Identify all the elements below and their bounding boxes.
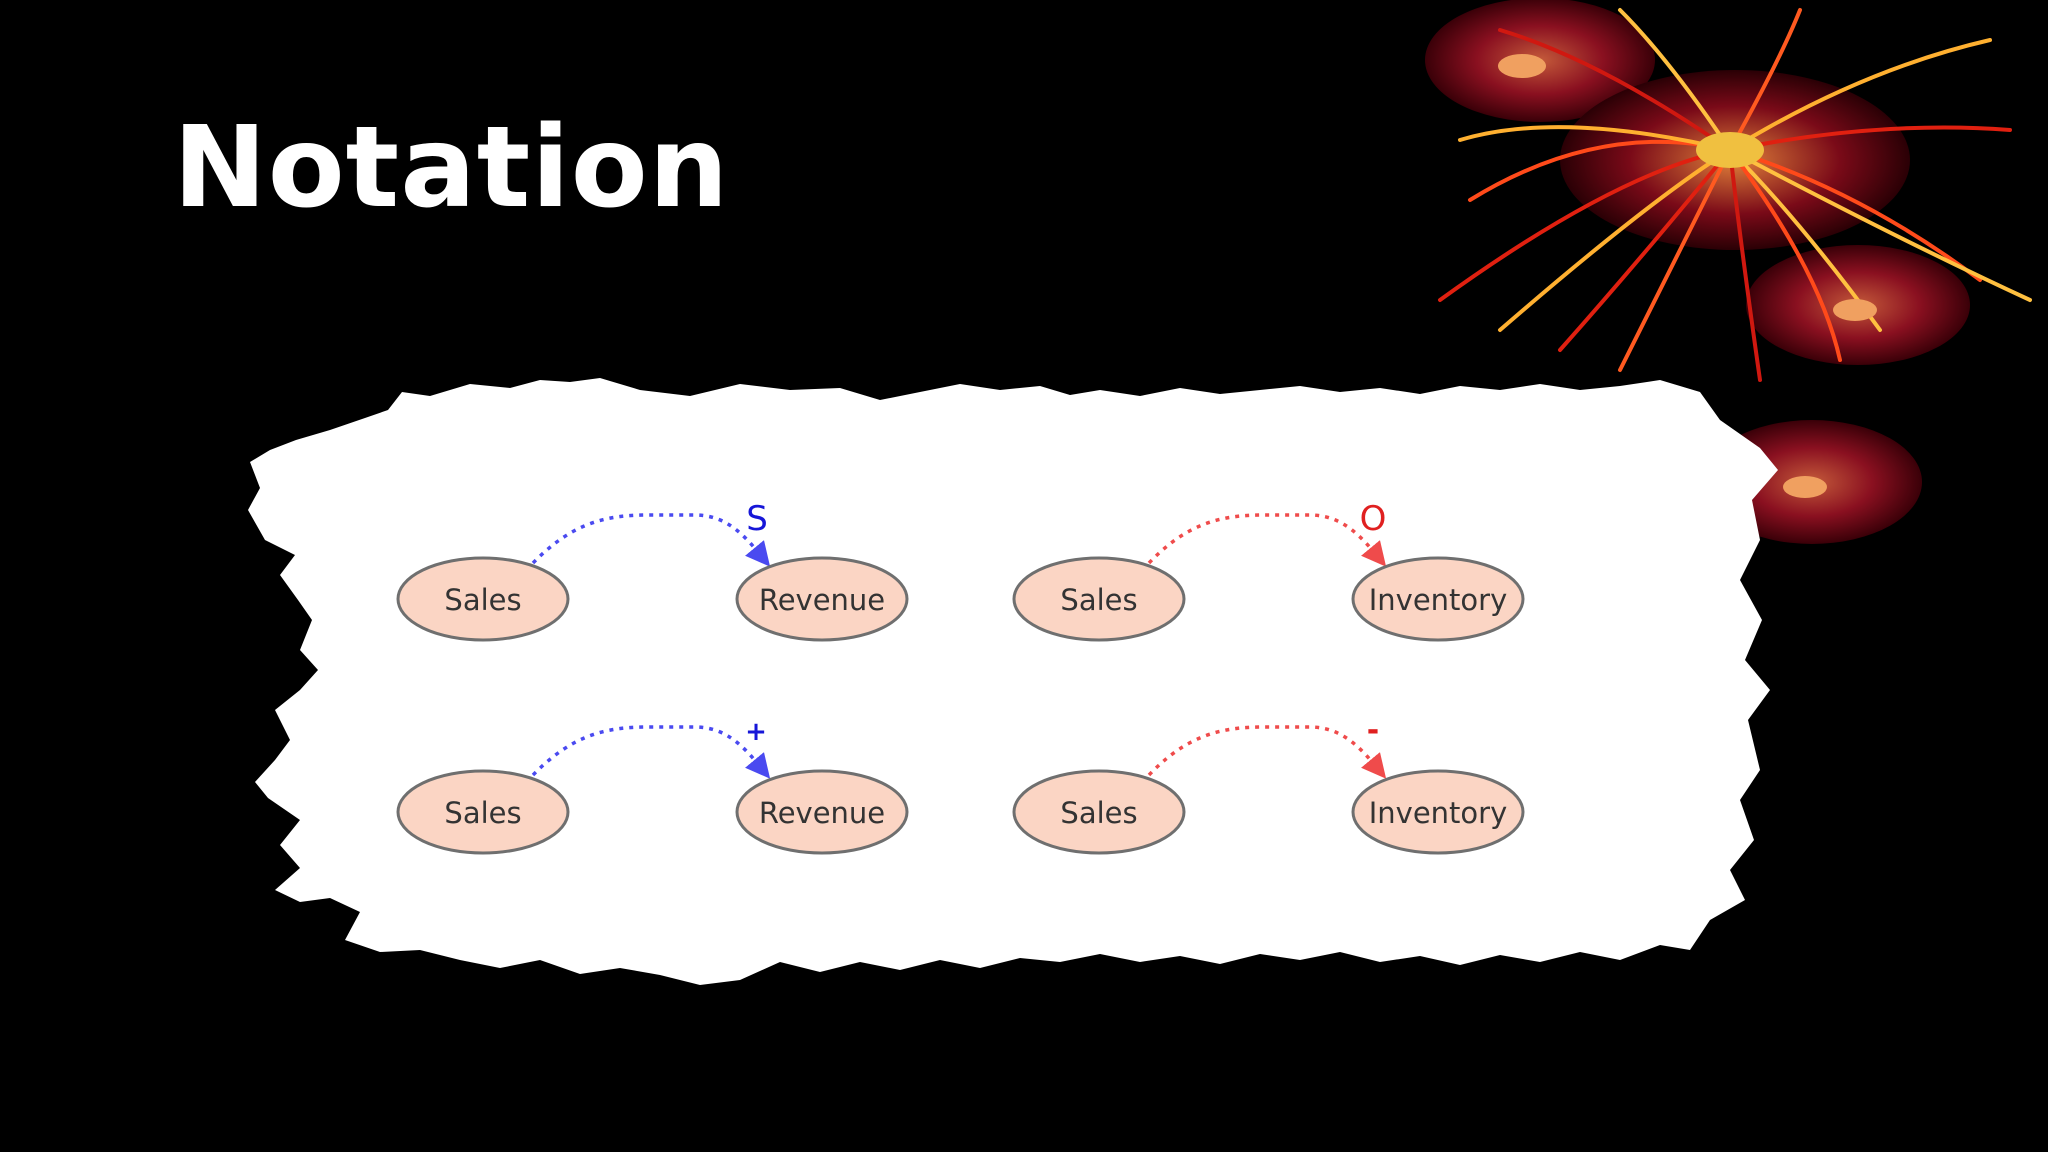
node-revenue	[735, 556, 909, 642]
polarity-label: O	[1360, 499, 1387, 539]
node-sales	[1012, 769, 1186, 855]
firework-bud	[1833, 299, 1877, 321]
node-label: Revenue	[759, 583, 885, 617]
node-label: Inventory	[1369, 796, 1508, 830]
node-inventory	[1351, 769, 1525, 855]
polarity-label: S	[746, 499, 768, 539]
firework-bud	[1498, 54, 1546, 78]
node-inventory	[1351, 556, 1525, 642]
link-sales-revenue-plus: + Sales Revenue	[396, 717, 909, 855]
causal-link-arrow	[1147, 725, 1387, 779]
slide-title: Notation	[173, 103, 730, 233]
node-label: Revenue	[759, 796, 885, 830]
node-sales	[396, 556, 570, 642]
node-label: Sales	[1060, 796, 1137, 830]
link-sales-inventory-minus: - Sales Inventory	[1012, 713, 1525, 855]
node-label: Inventory	[1369, 583, 1508, 617]
node-sales	[396, 769, 570, 855]
firework-bud	[1783, 476, 1827, 498]
causal-link-arrow	[1147, 513, 1387, 567]
node-sales	[1012, 556, 1186, 642]
torn-paper	[248, 378, 1778, 985]
firework-center	[1696, 132, 1764, 168]
firework-rays	[1438, 8, 2032, 382]
node-label: Sales	[1060, 583, 1137, 617]
node-revenue	[735, 769, 909, 855]
link-sales-inventory-o: O Sales Inventory	[1012, 499, 1525, 642]
node-label: Sales	[444, 796, 521, 830]
polarity-label: +	[745, 717, 767, 747]
node-label: Sales	[444, 583, 521, 617]
causal-link-arrow	[531, 725, 771, 779]
link-sales-revenue-s: S Sales Revenue	[396, 499, 909, 642]
polarity-label: -	[1367, 713, 1379, 748]
causal-link-arrow	[531, 513, 771, 567]
